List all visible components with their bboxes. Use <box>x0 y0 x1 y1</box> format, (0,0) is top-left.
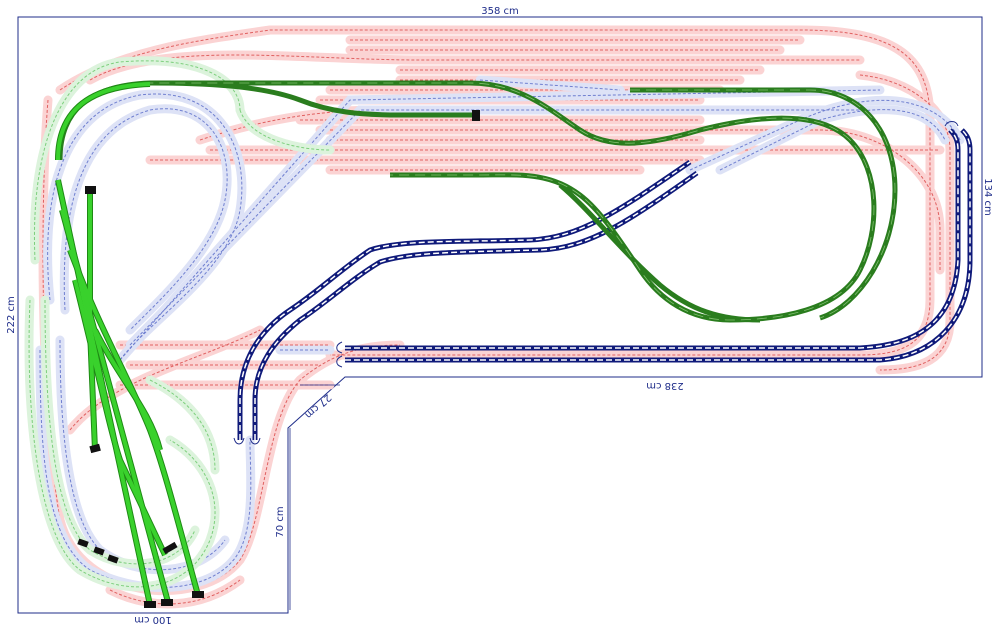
buffer-stop-icon <box>85 186 96 194</box>
track-connector-icon <box>336 341 343 368</box>
track-connector-icon <box>233 437 261 445</box>
layout-outline <box>17 16 983 614</box>
buffer-stop-icon <box>144 601 156 608</box>
lightblue-level-tracks <box>35 75 965 592</box>
dimension-left-label: 222 cm <box>6 296 17 334</box>
darkgreen-level-tracks <box>57 80 898 323</box>
dimension-inner-bottom-label: 238 cm <box>646 380 684 391</box>
buffer-stop-icon <box>93 546 105 556</box>
buffer-stop-icon <box>107 554 119 564</box>
buffer-stop-icon <box>472 110 480 121</box>
dimension-inner-vertical-label: 70 cm <box>275 506 286 537</box>
dimension-lines <box>289 384 340 610</box>
track-connectors <box>233 121 959 445</box>
buffer-stop-icon <box>161 599 173 606</box>
buffer-stop-icon <box>192 591 204 598</box>
dimension-right-label: 134 cm <box>982 178 993 216</box>
track-connector-icon <box>944 121 959 127</box>
buffer-stop-icon <box>162 541 178 555</box>
buffer-stop-icon <box>89 443 101 454</box>
lightgreen-level-tracks <box>24 56 335 592</box>
dimension-bottom-label: 100 cm <box>134 614 172 625</box>
brightgreen-yard-tracks <box>55 81 201 606</box>
navy-level-tracks <box>237 128 973 440</box>
dimension-diagonal-label: 27 cm <box>302 391 333 420</box>
buffer-stops <box>77 110 480 608</box>
dimension-top-label: 358 cm <box>481 6 519 17</box>
buffer-stop-icon <box>77 538 89 548</box>
